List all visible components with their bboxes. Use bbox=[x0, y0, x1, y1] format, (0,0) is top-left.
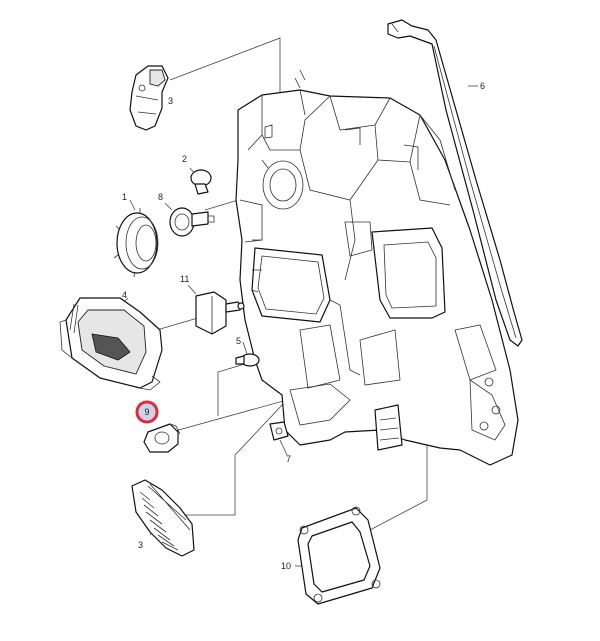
callout-nut: 7 bbox=[286, 454, 291, 464]
clip bbox=[190, 169, 212, 195]
control-module bbox=[59, 297, 163, 391]
highlighted-callout[interactable]: 9 bbox=[135, 400, 159, 424]
bulb-socket bbox=[169, 207, 215, 237]
callout-clip: 2 bbox=[182, 154, 187, 164]
housing-bracket bbox=[129, 65, 169, 131]
trim-strip bbox=[387, 19, 523, 347]
callout-seal: 10 bbox=[281, 561, 291, 571]
callout-grommet: 9 bbox=[144, 407, 149, 417]
nut bbox=[269, 421, 289, 441]
callout-bulb-socket: 8 bbox=[158, 192, 163, 202]
cap bbox=[113, 208, 159, 278]
callout-actuator: 11 bbox=[180, 274, 189, 284]
callout-trim-strip: 6 bbox=[480, 81, 485, 91]
bulb bbox=[235, 353, 260, 367]
callout-control-module: 4 bbox=[122, 290, 127, 300]
highlight-ring bbox=[135, 400, 159, 424]
headlamp-housing bbox=[235, 69, 519, 466]
grille bbox=[131, 479, 195, 557]
callout-cap: 1 bbox=[122, 192, 127, 202]
callout-grille: 3 bbox=[138, 540, 143, 550]
callout-housing-bracket: 3 bbox=[168, 96, 173, 106]
callout-labels: 3 2 1 8 11 4 5 7 3 10 6 bbox=[122, 81, 485, 571]
grommet bbox=[143, 423, 181, 453]
seal bbox=[297, 506, 381, 605]
callout-bulb: 5 bbox=[236, 336, 241, 346]
actuator bbox=[195, 291, 245, 335]
